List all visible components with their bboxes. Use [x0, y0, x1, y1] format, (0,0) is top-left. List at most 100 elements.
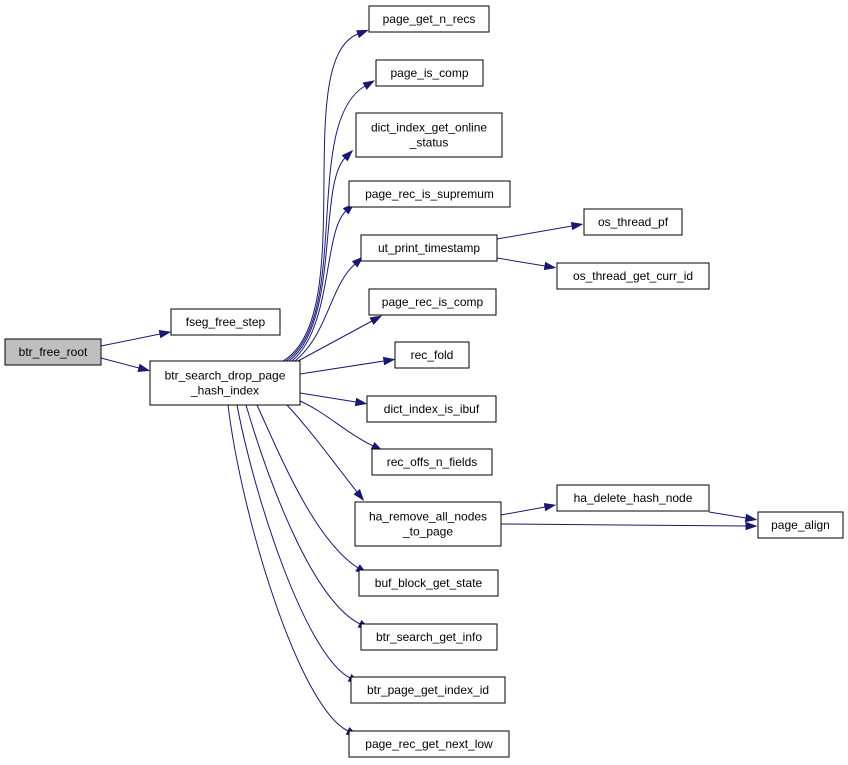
edge-line — [286, 404, 358, 493]
edge-line — [100, 333, 161, 347]
node-buf_block_get_state[interactable]: buf_block_get_state — [358, 569, 499, 597]
node-label: ha_remove_all_nodes — [369, 510, 487, 524]
node-btr_search_get_info[interactable]: btr_search_get_info — [360, 623, 498, 651]
edge-line — [285, 85, 366, 362]
edge-line — [256, 404, 359, 569]
node-label: rec_offs_n_fields — [387, 455, 478, 469]
node-page_rec_get_next_low[interactable]: page_rec_get_next_low — [348, 730, 510, 758]
edge-line — [708, 511, 747, 519]
node-os_thread_get_curr_id[interactable]: os_thread_get_curr_id — [556, 262, 710, 290]
node-box — [360, 623, 498, 651]
node-box — [583, 208, 683, 236]
node-box — [350, 676, 506, 704]
node-box — [360, 234, 498, 262]
node-os_thread_pf[interactable]: os_thread_pf — [583, 208, 683, 236]
edge-line — [496, 257, 546, 267]
node-label: os_thread_pf — [598, 215, 669, 229]
edge-ut_print_timestamp-to-os_thread_get_curr_id — [496, 257, 557, 271]
node-btr_page_get_index_id[interactable]: btr_page_get_index_id — [350, 676, 506, 704]
node-box — [4, 338, 102, 366]
edge-line — [100, 357, 140, 369]
edge-arrowhead — [356, 29, 369, 39]
node-box — [375, 59, 484, 87]
node-rec_fold[interactable]: rec_fold — [394, 341, 470, 369]
node-label: page_align — [771, 518, 830, 532]
node-box — [556, 262, 710, 290]
edge-line — [496, 225, 573, 240]
node-btr_free_root[interactable]: btr_free_root — [4, 338, 102, 366]
node-box — [368, 5, 490, 33]
edge-line — [299, 400, 374, 447]
edge-arrowhead — [543, 502, 557, 512]
node-label: btr_search_get_info — [376, 630, 482, 644]
node-label: btr_page_get_index_id — [367, 683, 489, 697]
edge-line — [500, 506, 546, 516]
node-label: page_rec_is_supremum — [365, 187, 494, 201]
node-label: page_get_n_recs — [383, 12, 476, 26]
node-box — [355, 112, 503, 158]
node-label: os_thread_get_curr_id — [573, 269, 693, 283]
edge-line — [291, 210, 347, 362]
edge-btr_free_root-to-btr_search_drop_page_hash_index — [100, 357, 151, 372]
edge-btr_search_drop_page_hash_index-to-btr_search_get_info — [245, 404, 371, 630]
edge-arrowhead — [369, 315, 383, 325]
node-label: dict_index_get_online — [371, 121, 487, 135]
edge-btr_search_drop_page_hash_index-to-page_get_n_recs — [282, 29, 369, 362]
edges-layer — [100, 29, 758, 736]
edge-line — [297, 320, 373, 362]
node-fseg_free_step[interactable]: fseg_free_step — [170, 308, 281, 336]
edge-btr_search_drop_page_hash_index-to-rec_fold — [299, 356, 396, 375]
edge-arrowhead — [353, 488, 365, 501]
edge-line — [236, 404, 351, 679]
edge-line — [227, 404, 349, 732]
node-label: page_is_comp — [390, 66, 468, 80]
edge-arrowhead — [745, 521, 758, 531]
node-box — [348, 730, 510, 758]
node-dict_index_is_ibuf[interactable]: dict_index_is_ibuf — [366, 395, 497, 423]
node-label: page_rec_is_comp — [382, 295, 484, 309]
edge-arrowhead — [362, 80, 376, 90]
node-box — [394, 341, 470, 369]
node-page_rec_is_supremum[interactable]: page_rec_is_supremum — [348, 180, 511, 208]
node-label: ha_delete_hash_node — [574, 491, 693, 505]
node-label: _to_page — [402, 525, 453, 539]
node-label: fseg_free_step — [186, 315, 266, 329]
node-page_align[interactable]: page_align — [757, 511, 844, 539]
node-box — [757, 511, 844, 539]
edge-arrowhead — [354, 397, 368, 407]
node-dict_index_get_online_status[interactable]: dict_index_get_online_status — [355, 112, 503, 158]
edge-arrowhead — [382, 356, 396, 366]
node-label: ut_print_timestamp — [378, 241, 480, 255]
edge-btr_search_drop_page_hash_index-to-page_is_comp — [285, 80, 376, 362]
edge-btr_search_drop_page_hash_index-to-dict_index_get_online_status — [288, 149, 354, 362]
edge-line — [288, 157, 346, 362]
edge-ha_delete_hash_node-to-page_align — [708, 511, 758, 523]
edge-arrowhead — [351, 256, 364, 268]
edge-line — [282, 33, 359, 362]
node-label: dict_index_is_ibuf — [384, 402, 480, 416]
node-ha_delete_hash_node[interactable]: ha_delete_hash_node — [556, 484, 710, 512]
edge-line — [299, 392, 357, 403]
node-page_is_comp[interactable]: page_is_comp — [375, 59, 484, 87]
node-box — [354, 501, 502, 547]
node-rec_offs_n_fields[interactable]: rec_offs_n_fields — [371, 448, 493, 476]
node-box — [149, 360, 301, 406]
edge-line — [294, 263, 356, 362]
edge-ha_remove_all_nodes_to_page-to-page_align — [500, 521, 758, 531]
edge-arrowhead — [543, 261, 557, 271]
node-page_get_n_recs[interactable]: page_get_n_recs — [368, 5, 490, 33]
node-ut_print_timestamp[interactable]: ut_print_timestamp — [360, 234, 498, 262]
node-btr_search_drop_page_hash_index[interactable]: btr_search_drop_page_hash_index — [149, 360, 301, 406]
node-label: _hash_index — [190, 384, 259, 398]
edge-btr_free_root-to-fseg_free_step — [100, 330, 172, 347]
node-box — [170, 308, 281, 336]
node-page_rec_is_comp[interactable]: page_rec_is_comp — [368, 288, 497, 316]
node-label: rec_fold — [411, 348, 454, 362]
edge-btr_search_drop_page_hash_index-to-dict_index_is_ibuf — [299, 392, 368, 407]
edge-btr_search_drop_page_hash_index-to-buf_block_get_state — [256, 404, 368, 575]
edge-arrowhead — [744, 513, 758, 523]
node-label: page_rec_get_next_low — [365, 737, 493, 751]
node-ha_remove_all_nodes_to_page[interactable]: ha_remove_all_nodes_to_page — [354, 501, 502, 547]
edge-line — [500, 523, 747, 527]
